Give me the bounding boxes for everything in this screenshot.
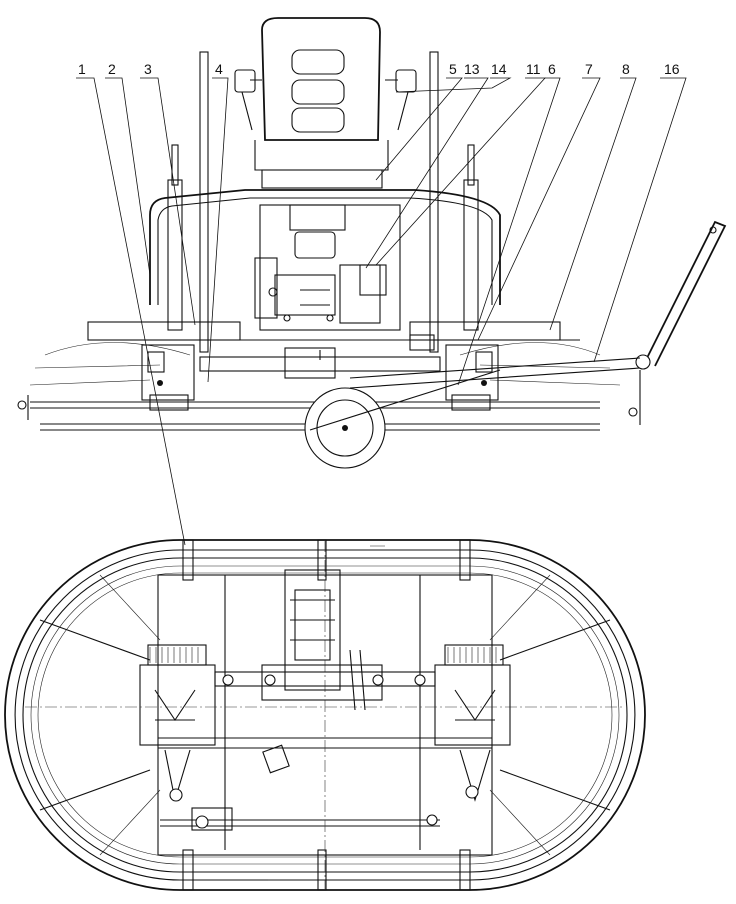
callout-7: 7	[585, 61, 593, 77]
callout-14: 14	[491, 61, 507, 77]
callout-6: 6	[548, 61, 556, 77]
centerline	[25, 540, 625, 890]
engine-plan	[261, 569, 383, 711]
gearbox-left	[141, 344, 195, 411]
callout-16: 16	[664, 61, 680, 77]
callout-1: 1	[78, 61, 86, 77]
callout-3: 3	[144, 61, 152, 77]
drive-shaft-plan	[191, 671, 438, 831]
callout-8: 8	[622, 61, 630, 77]
steering-handle	[349, 220, 727, 389]
callout-4: 4	[215, 61, 223, 77]
front-elevation-view	[17, 17, 727, 469]
rotor-left-plan	[139, 644, 216, 802]
callout-13: 13	[464, 61, 480, 77]
control-levers	[167, 51, 479, 353]
operator-seat	[250, 17, 398, 189]
callout-5: 5	[449, 61, 457, 77]
transport-wheel	[304, 369, 501, 469]
engine-block	[254, 204, 401, 331]
drive-shaft-front	[199, 334, 441, 379]
callout-leaders	[76, 77, 687, 546]
callout-labels: 1 2 3 4 5 13 14 11 6 7 8 16	[78, 61, 680, 77]
gearbox-right	[445, 344, 499, 411]
rotor-right-plan	[434, 644, 511, 802]
callout-2: 2	[108, 61, 116, 77]
plan-view	[4, 539, 646, 891]
callout-11: 11	[526, 61, 541, 77]
